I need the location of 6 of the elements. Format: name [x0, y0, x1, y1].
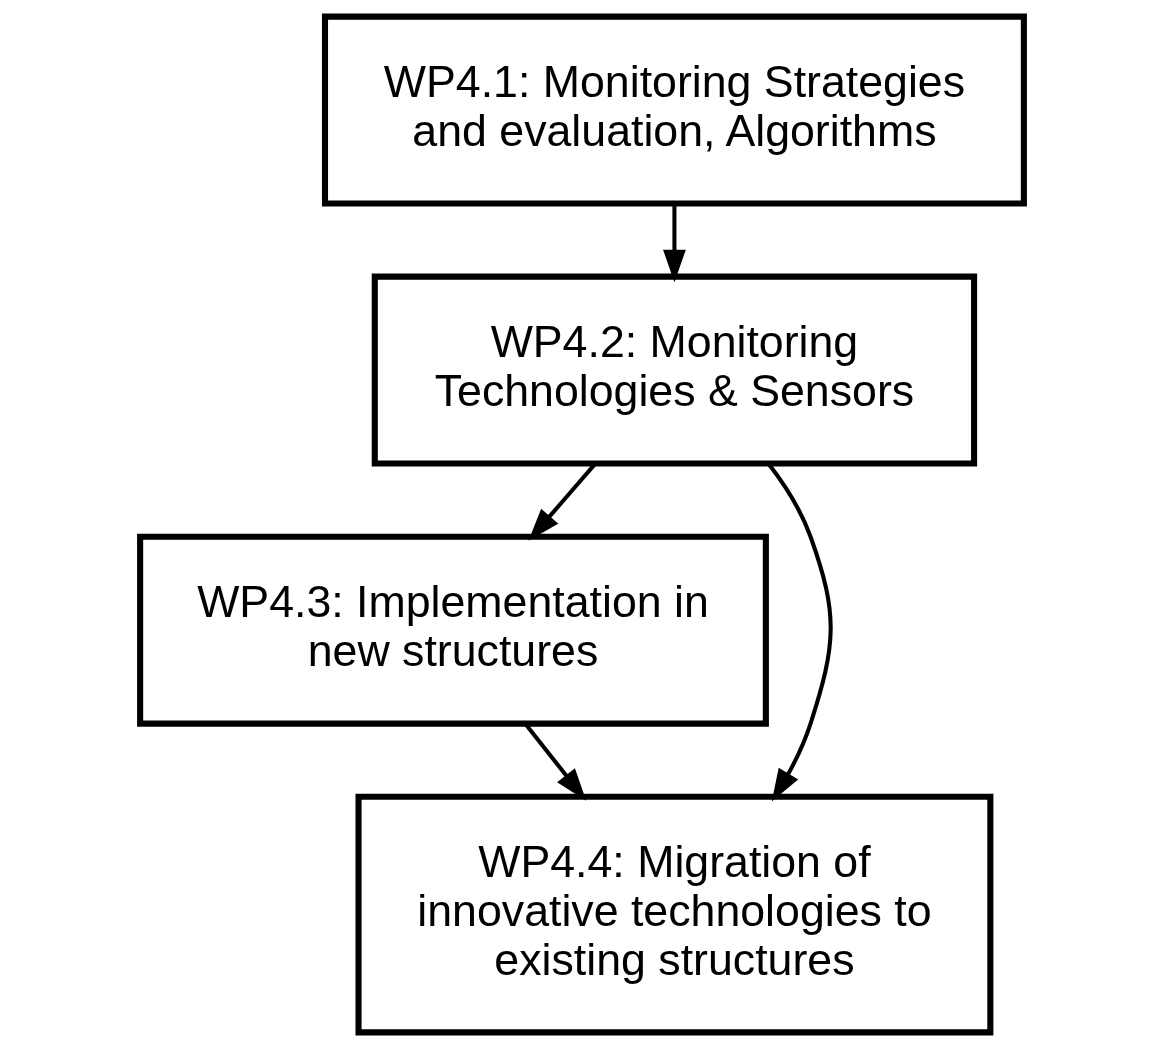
- node-box: WP4.1: Monitoring Strategies and evaluation, Algorithms: [321, 13, 1027, 207]
- arrow: [767, 463, 833, 802]
- node-box: WP4.4: Migration of innovative technologies to existing structures: [355, 793, 994, 1036]
- node-box: WP4.2: Monitoring Technologies & Sensors: [371, 273, 978, 467]
- node-box: WP4.3: Implementation in new structures: [137, 533, 769, 727]
- arrow: [663, 203, 686, 283]
